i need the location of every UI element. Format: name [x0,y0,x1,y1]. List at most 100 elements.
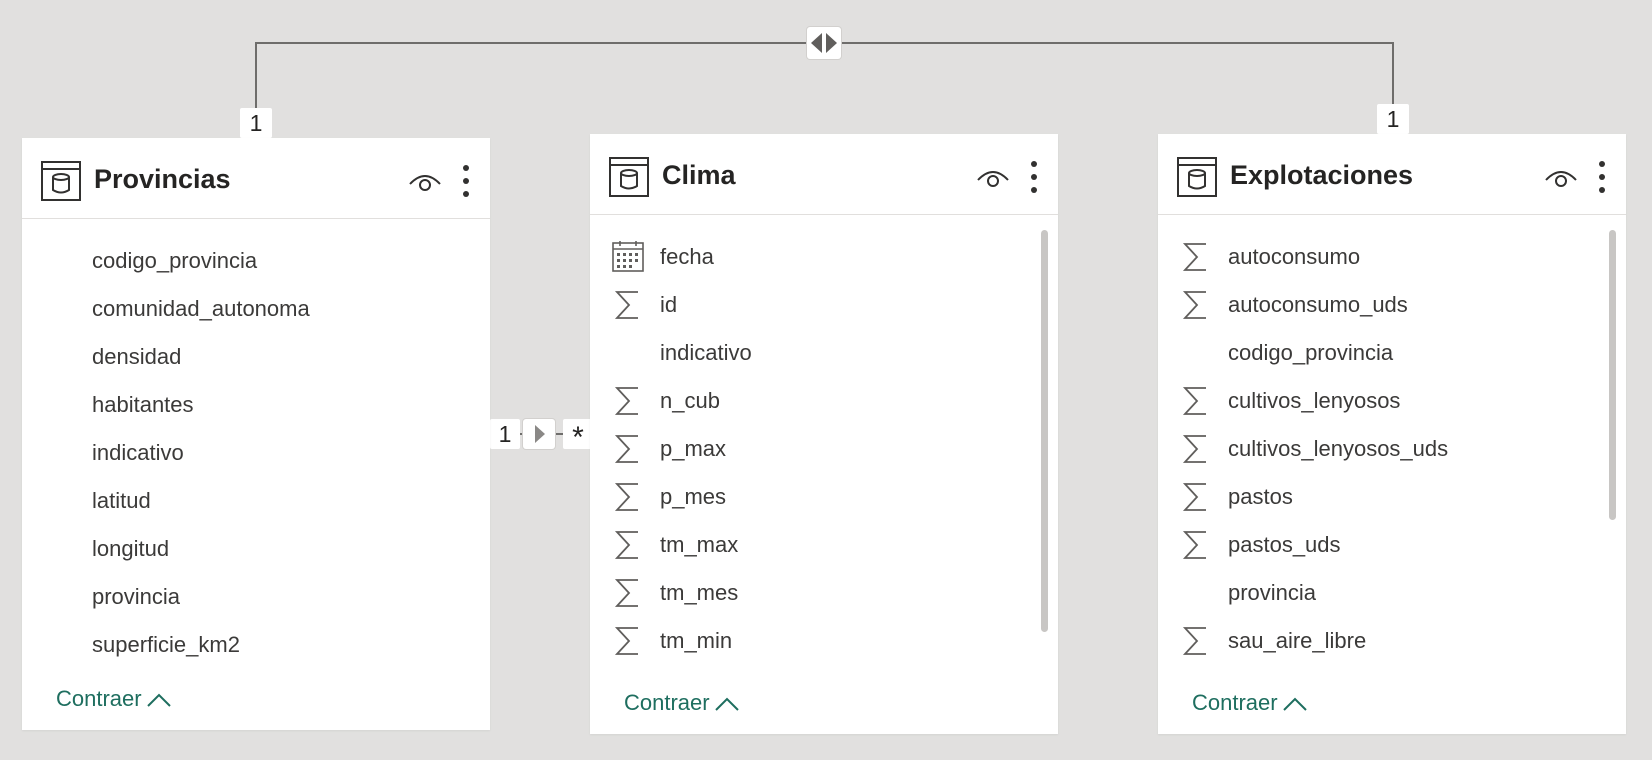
field-label: tm_min [660,628,733,653]
cardinality-badge-clima-middle: * [563,419,593,454]
more-options-icon[interactable] [1597,160,1607,194]
sigma-icon [1182,291,1206,319]
table-card-explotaciones[interactable]: Explotaciones autoconsumo autoconsumo_ud… [1158,134,1626,734]
table-card-clima[interactable]: Clima [590,134,1058,734]
field-row[interactable]: p_max [590,428,1058,468]
table-icon [1177,157,1217,197]
eye-icon[interactable] [1544,166,1578,190]
field-label: autoconsumo_uds [1228,292,1408,317]
scrollbar[interactable] [1041,230,1048,632]
field-label: latitud [92,488,151,513]
field-label: cultivos_lenyosos_uds [1228,436,1449,461]
table-header[interactable]: Clima [590,134,1058,215]
calendar-icon [612,241,644,272]
field-row[interactable]: cultivos_lenyosos [1158,380,1626,420]
table-title: Explotaciones [1230,160,1414,190]
chevron-up-icon [1282,697,1307,711]
field-label: fecha [660,244,714,269]
field-row[interactable]: superficie_km2 [22,624,490,664]
field-row[interactable]: densidad [22,336,490,376]
eye-icon[interactable] [976,166,1010,190]
field-label: codigo_provincia [1228,340,1394,365]
collapse-button[interactable]: Contraer [624,690,740,716]
sigma-icon [614,579,638,607]
field-label: id [660,292,678,317]
field-label: comunidad_autonoma [92,296,310,321]
sigma-icon [1182,627,1206,655]
field-label: indicativo [92,440,184,465]
field-label: tm_max [660,532,739,557]
chevron-up-icon [714,697,739,711]
eye-icon[interactable] [408,170,442,194]
field-row[interactable]: provincia [22,576,490,616]
field-row[interactable]: tm_mes [590,572,1058,612]
field-row[interactable]: comunidad_autonoma [22,288,490,328]
collapse-button[interactable]: Contraer [56,686,172,712]
field-row[interactable]: habitantes [22,384,490,424]
cardinality-badge-explotaciones-top: 1 [1377,104,1409,134]
relationship-filter-single-button[interactable] [523,419,555,449]
field-row[interactable]: cultivos_lenyosos_uds [1158,428,1626,468]
field-row[interactable]: p_mes [590,476,1058,516]
field-label: pastos_uds [1228,532,1341,557]
field-row[interactable]: codigo_provincia [22,240,490,280]
field-label: n_cub [660,388,720,413]
field-row[interactable]: latitud [22,480,490,520]
field-label: longitud [92,536,170,561]
bidirectional-arrow-icon [811,33,837,53]
sigma-icon [614,435,638,463]
field-label: provincia [1228,580,1317,605]
sigma-icon [614,483,638,511]
field-row[interactable]: sau_aire_libre [1158,620,1626,660]
table-icon [41,161,81,201]
table-title: Clima [662,160,736,190]
table-header[interactable]: Explotaciones [1158,134,1626,215]
sigma-icon [1182,435,1206,463]
field-row[interactable]: pastos [1158,476,1626,516]
field-row[interactable]: provincia [1158,572,1626,612]
sigma-icon [1182,243,1206,271]
relationship-filter-both-button[interactable] [807,27,841,59]
table-title: Provincias [94,164,231,194]
field-label: p_mes [660,484,727,509]
collapse-label: Contraer [1192,690,1278,715]
cardinality-badge-provincias-middle: 1 [490,419,520,449]
sigma-icon [614,627,638,655]
collapse-button[interactable]: Contraer [1192,690,1308,716]
field-row[interactable]: indicativo [590,332,1058,372]
field-label: habitantes [92,392,194,417]
field-row[interactable]: longitud [22,528,490,568]
sigma-icon [614,291,638,319]
field-row[interactable]: codigo_provincia [1158,332,1626,372]
field-label: tm_mes [660,580,739,605]
field-row[interactable]: autoconsumo [1158,236,1626,276]
table-card-provincias[interactable]: Provincias codigo_provincia comunidad_au… [22,138,490,730]
field-row[interactable]: id [590,284,1058,324]
field-label: indicativo [660,340,752,365]
field-row[interactable]: autoconsumo_uds [1158,284,1626,324]
cardinality-badge-provincias-top: 1 [240,108,272,138]
field-label: sau_aire_libre [1228,628,1367,653]
field-label: p_max [660,436,727,461]
field-row[interactable]: tm_min [590,620,1058,660]
field-row[interactable]: pastos_uds [1158,524,1626,564]
field-row[interactable]: tm_max [590,524,1058,564]
field-label: autoconsumo [1228,244,1361,269]
collapse-label: Contraer [624,690,710,715]
collapse-label: Contraer [56,686,142,711]
table-header[interactable]: Provincias [22,138,490,219]
more-options-icon[interactable] [461,164,471,198]
more-options-icon[interactable] [1029,160,1039,194]
field-row[interactable]: fecha [590,236,1058,276]
field-label: superficie_km2 [92,632,240,657]
field-row[interactable]: indicativo [22,432,490,472]
sigma-icon [1182,387,1206,415]
field-label: pastos [1228,484,1293,509]
sigma-icon [1182,531,1206,559]
scrollbar[interactable] [1609,230,1616,520]
field-row[interactable]: n_cub [590,380,1058,420]
sigma-icon [614,387,638,415]
single-arrow-icon [535,425,545,443]
field-label: densidad [92,344,182,369]
